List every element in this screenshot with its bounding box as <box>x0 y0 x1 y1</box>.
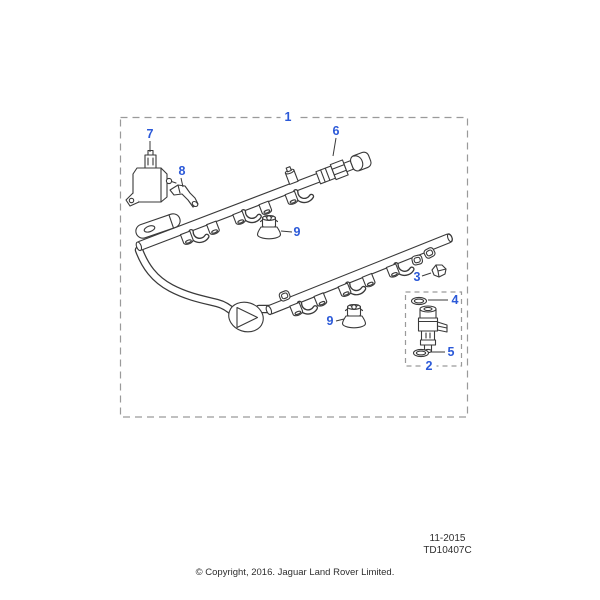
insulator-grommet-b-drawing <box>341 304 367 329</box>
pulse-damper-drawing <box>125 149 177 207</box>
valve-port-drawing <box>284 166 299 185</box>
leader-6 <box>332 137 337 157</box>
callout-3: 3 <box>413 269 421 284</box>
leader-lines <box>149 137 448 353</box>
callout-4: 4 <box>451 292 459 307</box>
callout-2: 2 <box>421 360 437 373</box>
callout-8: 8 <box>178 163 186 178</box>
drawing-code-block: 11-2015 TD10407C <box>405 533 490 556</box>
leader-3 <box>421 272 432 277</box>
fuel-injector-drawing <box>417 305 448 354</box>
retaining-clip-drawing <box>169 184 199 208</box>
fuel-pressure-sensor-drawing <box>315 151 372 185</box>
o-ring-lower-drawing <box>412 348 430 358</box>
upper-fuel-rail-drawing <box>135 151 372 252</box>
o-ring-upper-drawing <box>410 296 428 306</box>
callout-9a: 9 <box>293 224 301 239</box>
callout-1: 1 <box>280 111 296 124</box>
mounting-flange-drawing <box>135 213 181 239</box>
crossover-pipe-drawing <box>134 245 276 333</box>
copyright-notice: © Copyright, 2016. Jaguar Land Rover Lim… <box>195 567 395 578</box>
leader-8 <box>180 177 184 188</box>
lower-fuel-rail-drawing <box>265 233 453 318</box>
assembly-boundary-box <box>119 116 469 418</box>
date-code: 11-2015 <box>429 533 466 544</box>
leader-9a <box>280 230 293 233</box>
insulator-grommet-a-drawing <box>256 215 282 240</box>
leader-9b <box>335 318 345 322</box>
callout-9b: 9 <box>326 313 334 328</box>
rail-clip-drawing <box>431 264 447 278</box>
callout-7: 7 <box>146 126 154 141</box>
callout-6: 6 <box>332 123 340 138</box>
drawing-number: TD10407C <box>423 544 472 556</box>
callout-5: 5 <box>447 344 455 359</box>
